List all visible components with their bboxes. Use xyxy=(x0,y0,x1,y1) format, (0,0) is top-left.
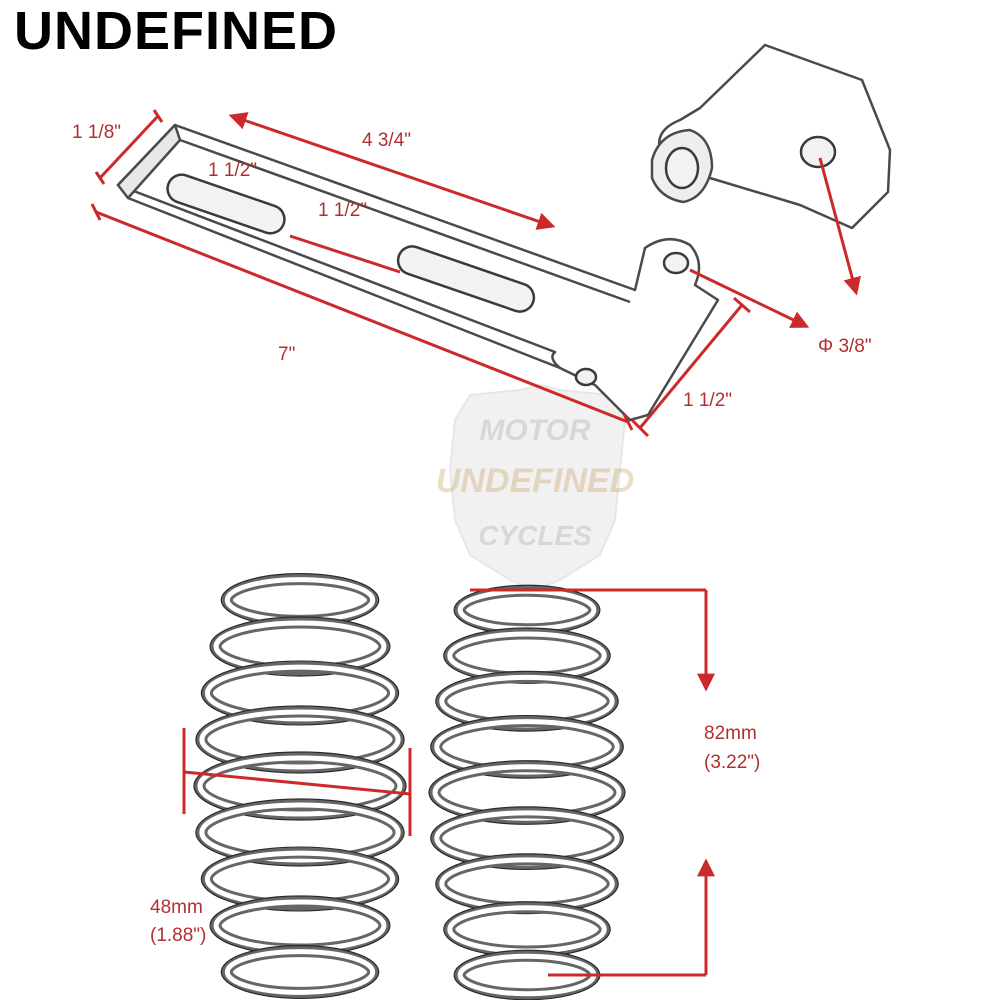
watermark-line3: CYCLES xyxy=(478,520,592,551)
spring-diameter-in-label: (1.88") xyxy=(150,925,206,946)
bracket-dimensions xyxy=(90,109,861,438)
dim-total-length-label: 7" xyxy=(278,344,295,365)
watermark-logo: MOTOR UNDEFINED CYCLES xyxy=(436,383,634,592)
spring-coil-edge xyxy=(435,853,619,915)
spring-coil-edge xyxy=(200,660,400,726)
dim-slot-gap-label: 1 1/2" xyxy=(318,200,367,221)
spring-coil xyxy=(199,802,401,863)
spring-height-in-label: (3.22") xyxy=(704,752,760,773)
small-bracket xyxy=(650,43,892,230)
spring-dimensions xyxy=(182,588,715,977)
spring-left xyxy=(193,573,407,999)
dim-tab-height-label: 1 1/2" xyxy=(683,390,732,411)
spring-coil-edge xyxy=(220,945,380,999)
watermark-line2: UNDEFINED xyxy=(436,462,634,500)
spring-coil xyxy=(447,631,607,680)
spring-coil xyxy=(457,588,597,632)
spring-coil-edge xyxy=(200,846,400,912)
spring-coil-edge xyxy=(193,751,407,821)
brand-title: UNDEFINED xyxy=(14,1,339,61)
spring-coil xyxy=(204,664,396,722)
dim-slot-span-label: 4 3/4" xyxy=(362,130,411,151)
dim-slot-length-label: 1 1/2" xyxy=(208,160,257,181)
spring-coil-edge xyxy=(195,798,405,867)
spring-coil-edge xyxy=(430,806,624,871)
spring-diameter-mm-label: 48mm xyxy=(150,897,203,918)
dim-width-label: 1 1/8" xyxy=(72,122,121,143)
spring-coil-edge xyxy=(435,670,619,732)
spring-coil-edge xyxy=(428,760,626,825)
spring-coil-edge xyxy=(195,705,405,774)
spring-coil xyxy=(447,905,607,954)
spring-coil-edge xyxy=(443,627,611,684)
dim-hole-diameter-label: Φ 3/8" xyxy=(818,336,872,357)
spring-coil xyxy=(224,949,376,995)
spring-coil xyxy=(224,577,376,623)
spring-coil xyxy=(199,709,401,770)
spring-right xyxy=(428,584,626,1000)
spring-coil-edge xyxy=(430,714,624,779)
spring-coil xyxy=(197,755,403,817)
spring-coil-edge xyxy=(209,616,391,677)
spring-height-mm-label: 82mm xyxy=(704,723,757,744)
watermark-line1: MOTOR xyxy=(479,414,590,447)
